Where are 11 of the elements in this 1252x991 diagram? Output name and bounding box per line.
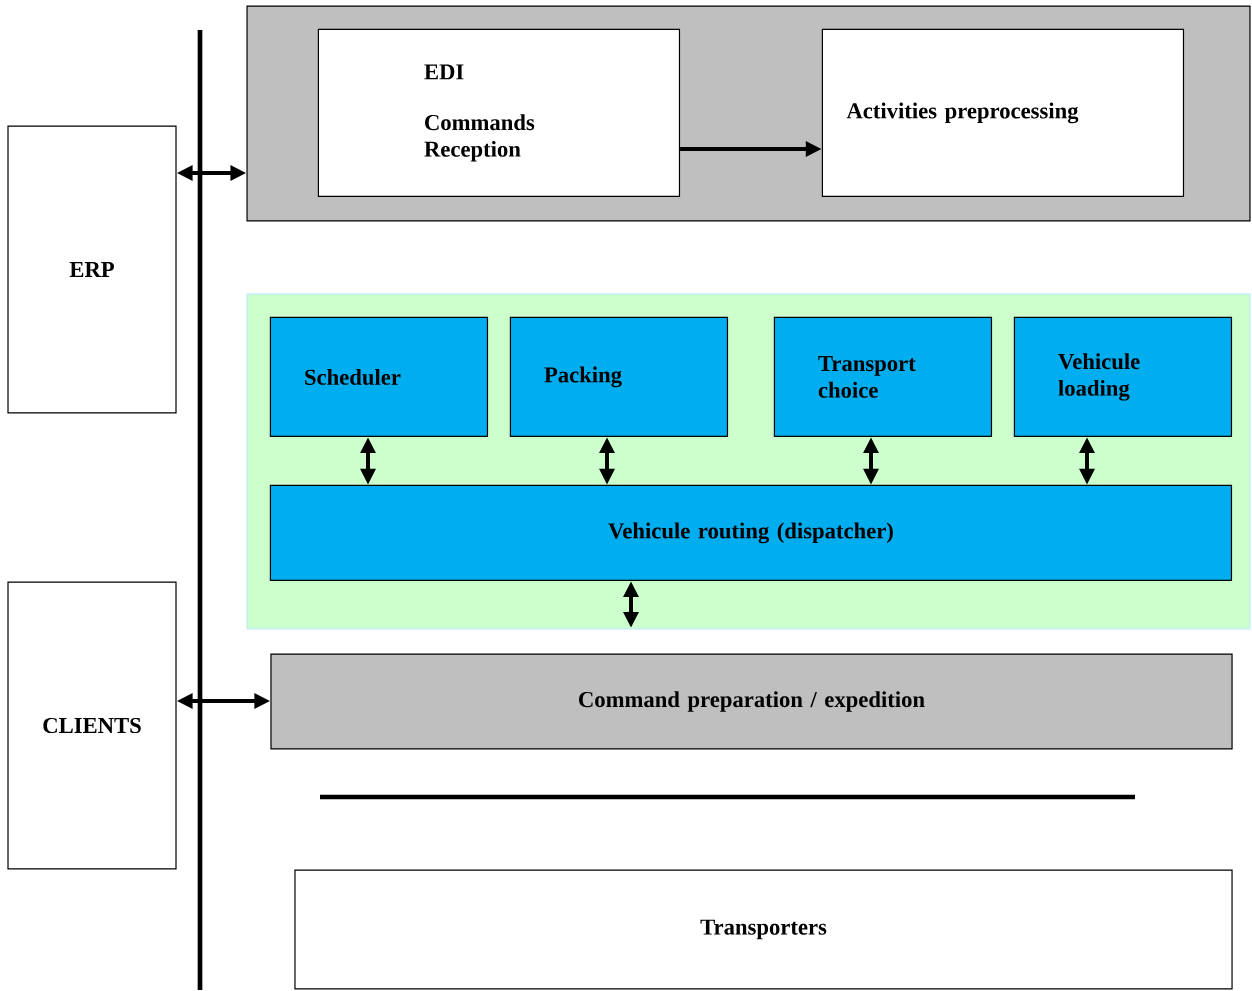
process-box: Packing [509, 316, 729, 437]
process-box: Command preparation / expedition [270, 653, 1233, 750]
process-box: Vehicule routing (dispatcher) [269, 484, 1233, 581]
process-box: Vehicule loading [1013, 316, 1233, 437]
process-box: Transporters [294, 869, 1233, 990]
process-box: Scheduler [269, 316, 489, 437]
system-box: CLIENTS [7, 581, 177, 870]
process-box: Activities preprocessing [821, 28, 1185, 197]
system-box: ERP [7, 125, 177, 414]
process-box: Transport choice [773, 316, 993, 437]
process-box: EDI Commands Reception [317, 28, 681, 197]
